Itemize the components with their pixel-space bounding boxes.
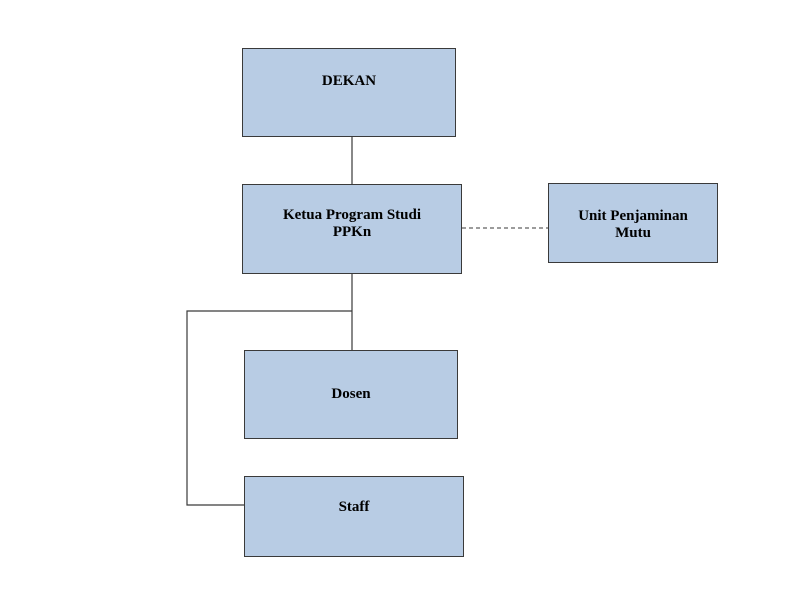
- node-dosen: Dosen: [244, 350, 458, 439]
- node-unit-penjaminan-mutu-label: Unit Penjaminan Mutu: [578, 208, 688, 241]
- node-ketua-program-studi: Ketua Program Studi PPKn: [242, 184, 462, 274]
- connector-kaprodi-staff: [186, 310, 352, 506]
- node-dosen-label: Dosen: [331, 386, 371, 402]
- node-dekan-label: DEKAN: [321, 73, 377, 89]
- node-ketua-program-studi-label: Ketua Program Studi PPKn: [282, 207, 422, 240]
- node-unit-penjaminan-mutu: Unit Penjaminan Mutu: [548, 183, 718, 263]
- node-staff-label: Staff: [338, 499, 370, 515]
- node-dekan: DEKAN: [242, 48, 456, 137]
- node-staff: Staff: [244, 476, 464, 557]
